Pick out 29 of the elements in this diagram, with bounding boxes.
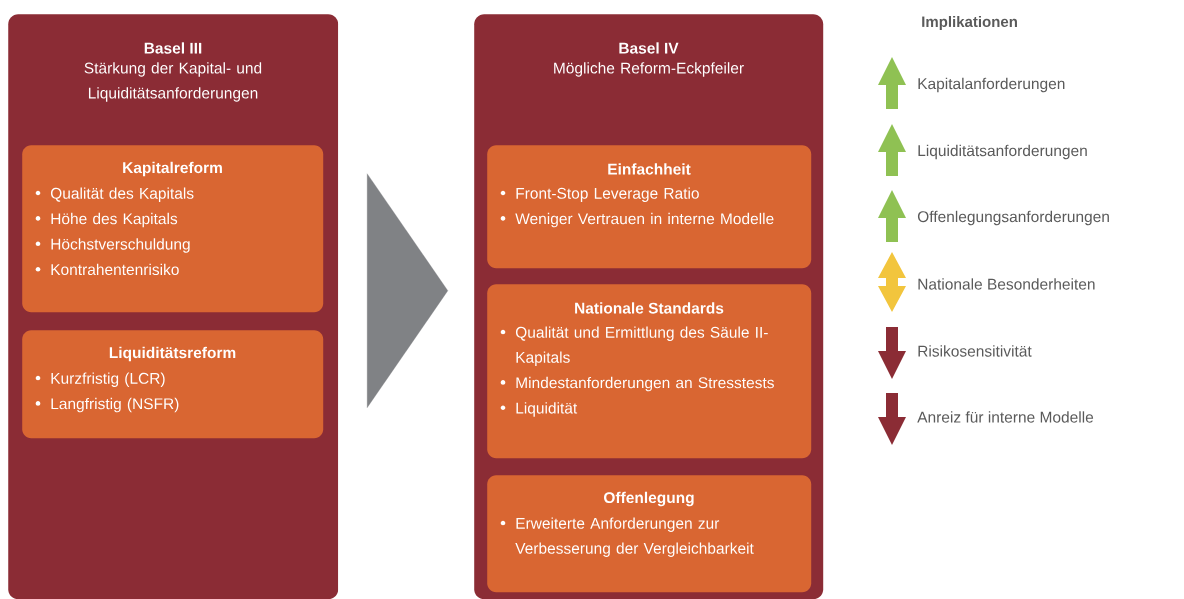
legend-label: Liquiditätsanforderungen [918, 144, 1087, 160]
legend-label: Risikosensitivität [918, 345, 1032, 357]
bullet-item: Höhe des Kapitals [35, 212, 178, 228]
bullet-item: Front-Stop Leverage Ratio [500, 187, 699, 202]
bullet-item: Weniger Vertrauen in interne Modelle [500, 212, 774, 228]
legend-label: Offenlegungsanforderungen [917, 210, 1109, 226]
box-heading: Nationale Standards [575, 302, 724, 314]
legend-heading: Implikationen [922, 16, 1017, 30]
bullet-item: Kontrahentenrisiko [35, 263, 179, 276]
legend-label: Kapitalanforderungen [918, 77, 1065, 93]
panel-title: Basel III [144, 42, 202, 54]
box-heading: Liquiditätsreform [109, 346, 236, 362]
bullet-item: Qualität und Ermittlung des Säule II-Kapitals [500, 326, 768, 366]
bullet-item: Langfristig (NSFR) [35, 397, 179, 413]
legend-label: Nationale Besonderheiten [918, 278, 1095, 290]
chevron-arrow [366, 173, 448, 408]
legend-label: Anreiz für interne Modelle [917, 411, 1094, 423]
panel-subtitle: Stärkung der Kapital- und Liquiditätsanforderungen [84, 62, 262, 102]
bullet-item: Qualität des Kapitals [35, 187, 194, 202]
box-heading: Einfachheit [608, 163, 691, 175]
bullet-item: Erweiterte Anforderungen zur Verbesserung der Vergleichbarkeit [500, 517, 754, 557]
bullet-item: Höchstverschuldung [35, 238, 190, 253]
box-heading: Offenlegung [604, 491, 694, 507]
box-heading: Kapitalreform [123, 161, 222, 177]
bullet-item: Liquidität [500, 402, 578, 417]
panel-title: Basel IV [619, 42, 679, 54]
bullet-item: Kurzfristig (LCR) [35, 372, 165, 387]
bullet-item: Mindestanforderungen an Stresstests [500, 376, 774, 392]
panel-subtitle: Mögliche Reform-Eckpfeiler [554, 62, 744, 77]
